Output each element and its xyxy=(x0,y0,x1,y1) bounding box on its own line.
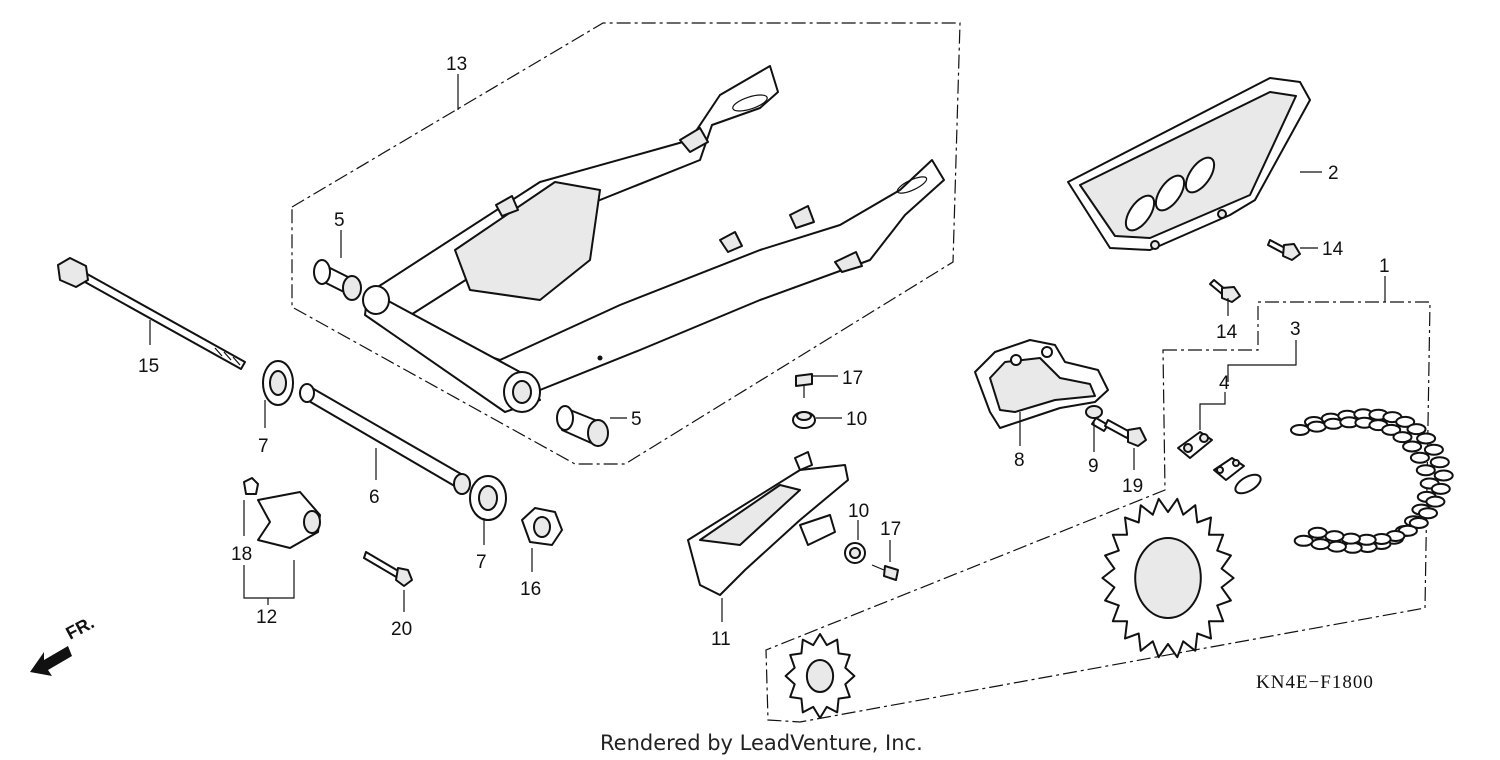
chain-guide-bracket xyxy=(243,477,321,549)
callout-10-bottom: 10 xyxy=(848,501,869,522)
collar-10-top xyxy=(792,411,816,429)
pivot-bolt xyxy=(57,257,246,370)
callout-14-right: 14 xyxy=(1322,239,1344,260)
bolt-14-lower xyxy=(1209,279,1241,303)
callout-9: 9 xyxy=(1088,456,1099,477)
bushing-upper xyxy=(313,259,362,301)
swingarm xyxy=(362,65,945,413)
screw-17-bottom xyxy=(871,564,899,581)
callout-17-bottom: 17 xyxy=(880,519,901,540)
callout-7-right: 7 xyxy=(476,552,487,573)
callout-5-lower: 5 xyxy=(631,409,642,430)
collar-10-bottom xyxy=(844,542,866,564)
master-link xyxy=(1177,431,1262,495)
callout-11: 11 xyxy=(711,629,731,650)
front-sprocket xyxy=(784,633,856,719)
credit-text: Rendered by LeadVenture, Inc. xyxy=(600,731,923,755)
callout-14-lower: 14 xyxy=(1216,322,1238,343)
callout-4: 4 xyxy=(1219,373,1230,394)
pivot-nut xyxy=(521,507,563,546)
bolt-19 xyxy=(1104,419,1147,447)
callout-2: 2 xyxy=(1328,163,1339,184)
callout-20: 20 xyxy=(391,619,412,640)
rear-sprocket xyxy=(1101,497,1235,659)
drive-chain xyxy=(1290,408,1454,554)
callout-1: 1 xyxy=(1379,256,1390,277)
dust-seal-left xyxy=(262,360,294,406)
bolt-14-right xyxy=(1267,239,1301,261)
bushing-lower xyxy=(556,405,609,447)
dust-seal-right xyxy=(469,475,507,521)
chain-kit-group-outline xyxy=(765,301,1431,723)
front-direction-arrow: FR. xyxy=(30,612,97,676)
leader-lines xyxy=(149,74,1386,622)
front-direction-label: FR. xyxy=(62,612,97,643)
chain-guide-plate xyxy=(974,339,1109,429)
callout-6: 6 xyxy=(369,487,380,508)
callout-7-left: 7 xyxy=(258,436,269,457)
callout-3: 3 xyxy=(1290,319,1301,340)
callout-17-top: 17 xyxy=(842,368,863,389)
bolt-9 xyxy=(1085,405,1109,432)
callout-10-top: 10 xyxy=(846,409,867,430)
callout-5-upper: 5 xyxy=(334,210,345,231)
callout-12: 12 xyxy=(256,607,277,628)
callout-18: 18 xyxy=(231,544,252,565)
screw-17-top xyxy=(795,373,813,398)
callout-16: 16 xyxy=(520,579,541,600)
callout-8: 8 xyxy=(1014,450,1025,471)
bolt-20 xyxy=(363,551,413,587)
callout-13: 13 xyxy=(446,54,467,75)
swingarm-group-outline xyxy=(291,22,961,465)
callout-19: 19 xyxy=(1122,476,1143,497)
pivot-collar xyxy=(299,383,471,495)
chain-slider xyxy=(687,451,849,596)
callout-15: 15 xyxy=(138,356,159,377)
diagram-code: KN4E−F1800 xyxy=(1256,672,1374,693)
chain-case xyxy=(1067,77,1311,251)
